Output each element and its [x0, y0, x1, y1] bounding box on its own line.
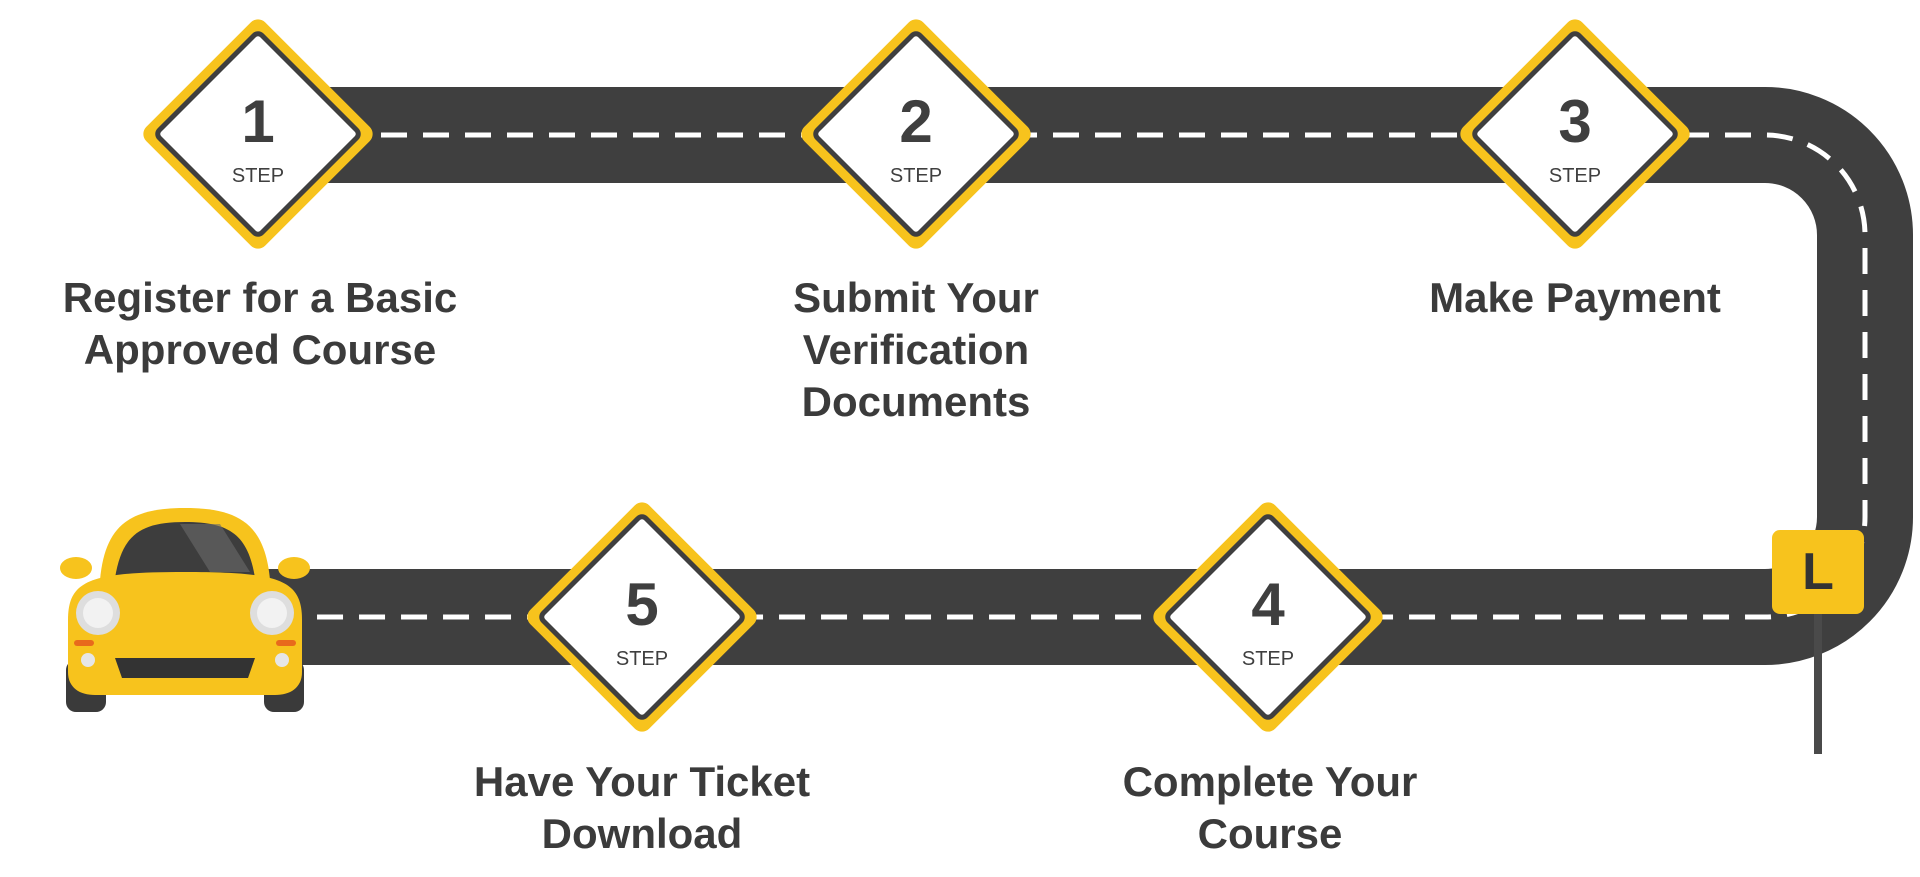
- step-1-caption: Register for a Basic Approved Course: [60, 272, 460, 376]
- learner-letter: L: [1802, 543, 1834, 601]
- step-3-caption: Make Payment: [1385, 272, 1765, 324]
- step-sign-5: 5 STEP: [522, 497, 762, 737]
- step-label: STEP: [615, 648, 669, 670]
- step-5-caption: Have Your Ticket Download: [462, 756, 822, 860]
- caption-line: Have Your Ticket: [473, 758, 811, 805]
- step-label: STEP: [1241, 648, 1295, 670]
- sign-pole: [1814, 612, 1822, 754]
- caption-line: Download: [541, 810, 743, 857]
- car-front-icon: [60, 508, 310, 712]
- step-sign-4: 4 STEP: [1148, 497, 1388, 737]
- step-number: 3: [1558, 88, 1592, 155]
- step-sign-3: 3 STEP: [1455, 14, 1695, 254]
- caption-line: Make Payment: [1429, 274, 1721, 321]
- caption-line: Documents: [801, 378, 1031, 425]
- caption-line: Approved Course: [83, 326, 437, 373]
- caption-line: Complete Your Course: [1122, 758, 1418, 857]
- step-number: 5: [625, 571, 659, 638]
- caption-line: Register for a Basic: [62, 274, 458, 321]
- step-number: 2: [899, 88, 933, 155]
- step-sign-1: 1 STEP: [138, 14, 378, 254]
- step-sign-2: 2 STEP: [796, 14, 1036, 254]
- step-number: 1: [241, 88, 275, 155]
- step-label: STEP: [1548, 165, 1602, 187]
- learner-plate-icon: L: [1772, 530, 1864, 614]
- caption-line: Submit Your Verification: [793, 274, 1039, 373]
- step-label: STEP: [889, 165, 943, 187]
- step-label: STEP: [231, 165, 285, 187]
- step-4-caption: Complete Your Course: [1050, 756, 1490, 860]
- step-number: 4: [1251, 571, 1285, 638]
- step-2-caption: Submit Your Verification Documents: [686, 272, 1146, 428]
